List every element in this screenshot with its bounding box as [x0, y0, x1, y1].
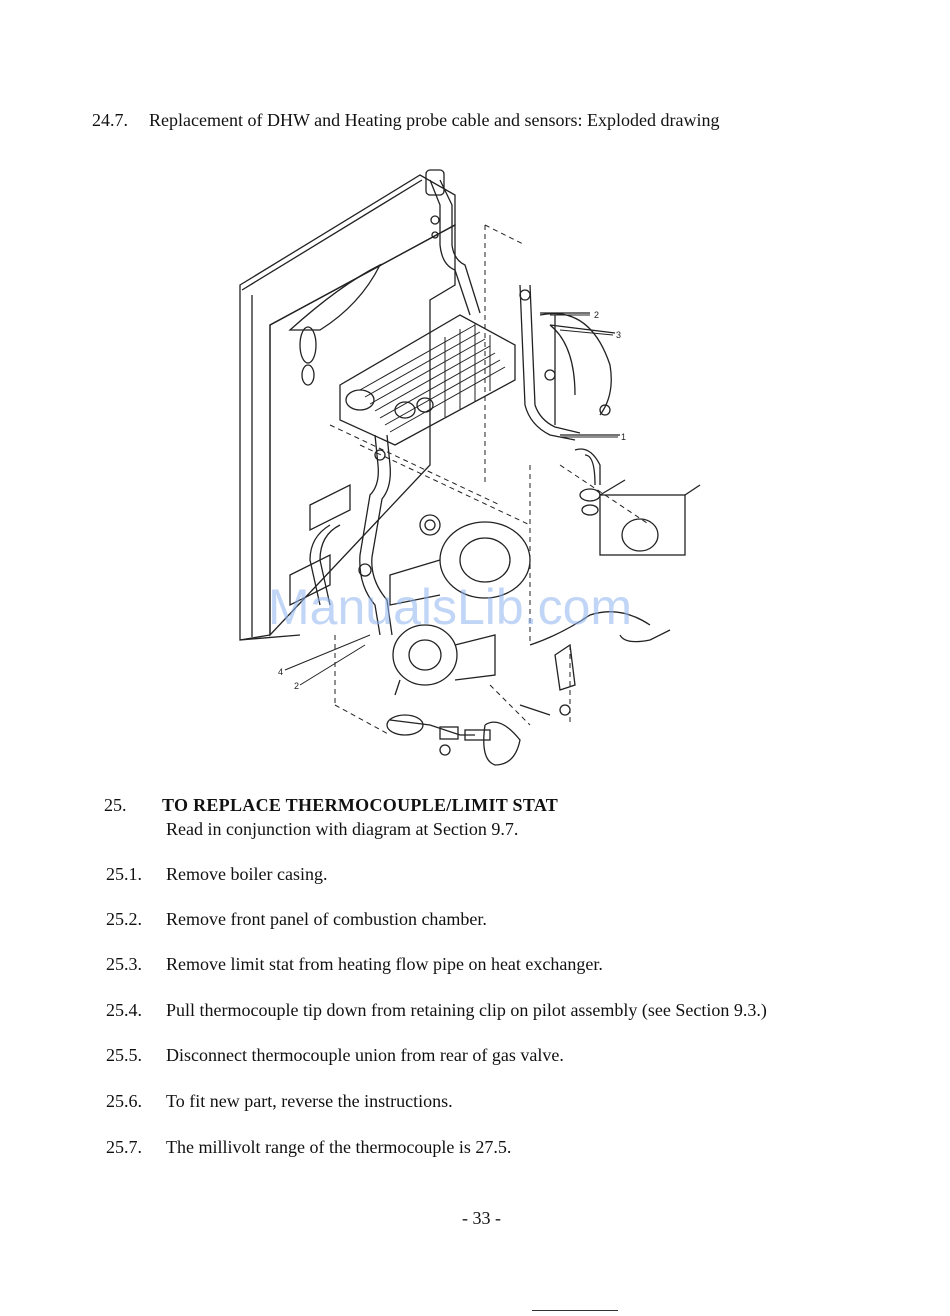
step-text: Pull thermocouple tip down from retainin… — [166, 1000, 767, 1020]
heading-text: Replacement of DHW and Heating probe cab… — [149, 110, 720, 130]
step-25-1: 25.1. Remove boiler casing. — [106, 864, 327, 885]
callout-labels: 2 3 1 4 2 — [278, 310, 626, 691]
step-number: 25.5. — [106, 1045, 142, 1065]
step-text: The millivolt range of the thermocouple … — [166, 1137, 512, 1157]
step-25-4: 25.4. Pull thermocouple tip down from ret… — [106, 1000, 767, 1021]
callout-1: 1 — [621, 432, 626, 442]
section-title: TO REPLACE THERMOCOUPLE/LIMIT STAT — [162, 795, 559, 815]
step-25-3: 25.3. Remove limit stat from heating flow… — [106, 954, 603, 975]
step-number: 25.2. — [106, 909, 142, 929]
exploded-drawing-svg: 2 3 1 4 2 — [239, 169, 701, 766]
step-number: 25.7. — [106, 1137, 142, 1157]
boiler-back-panel — [239, 174, 456, 641]
step-25-5: 25.5. Disconnect thermocouple union from … — [106, 1045, 564, 1066]
watermark: ManualsLib.com — [268, 579, 633, 635]
return-pipe — [519, 284, 601, 516]
callouts — [284, 314, 618, 686]
callout-2-top: 2 — [594, 310, 599, 320]
exploded-drawing: 2 3 1 4 2 — [230, 165, 710, 775]
heading-number: 24.7. — [92, 110, 128, 130]
fan-assembly — [389, 479, 701, 606]
step-text: Remove limit stat from heating flow pipe… — [166, 954, 603, 974]
section-heading: 25. TO REPLACE THERMOCOUPLE/LIMIT STAT — [104, 795, 558, 816]
step-number: 25.4. — [106, 1000, 142, 1020]
step-text: Remove front panel of combustion chamber… — [166, 909, 487, 929]
bottom-fittings — [386, 643, 576, 766]
step-25-7: 25.7. The millivolt range of the thermoco… — [106, 1137, 511, 1158]
step-25-6: 25.6. To fit new part, reverse the instru… — [106, 1091, 453, 1112]
pump — [392, 624, 496, 696]
step-number: 25.3. — [106, 954, 142, 974]
section-subtitle: Read in conjunction with diagram at Sect… — [166, 819, 519, 839]
step-number: 25.6. — [106, 1091, 142, 1111]
callout-4: 4 — [278, 667, 283, 677]
step-number: 25.1. — [106, 864, 142, 884]
step-text: Disconnect thermocouple union from rear … — [166, 1045, 564, 1065]
heating-pipes — [309, 434, 441, 636]
heat-exchanger — [339, 314, 516, 446]
step-text: Remove boiler casing. — [166, 864, 328, 884]
step-25-2: 25.2. Remove front panel of combustion ch… — [106, 909, 487, 930]
figure-heading: 24.7. Replacement of DHW and Heating prob… — [92, 110, 720, 131]
page-number: - 33 - — [462, 1208, 501, 1228]
step-text: To fit new part, reverse the instruction… — [166, 1091, 453, 1111]
callout-2-bottom: 2 — [294, 681, 299, 691]
footer-rule — [532, 1310, 618, 1311]
flow-pipe — [425, 169, 481, 316]
callout-3: 3 — [616, 330, 621, 340]
section-number: 25. — [104, 795, 127, 815]
